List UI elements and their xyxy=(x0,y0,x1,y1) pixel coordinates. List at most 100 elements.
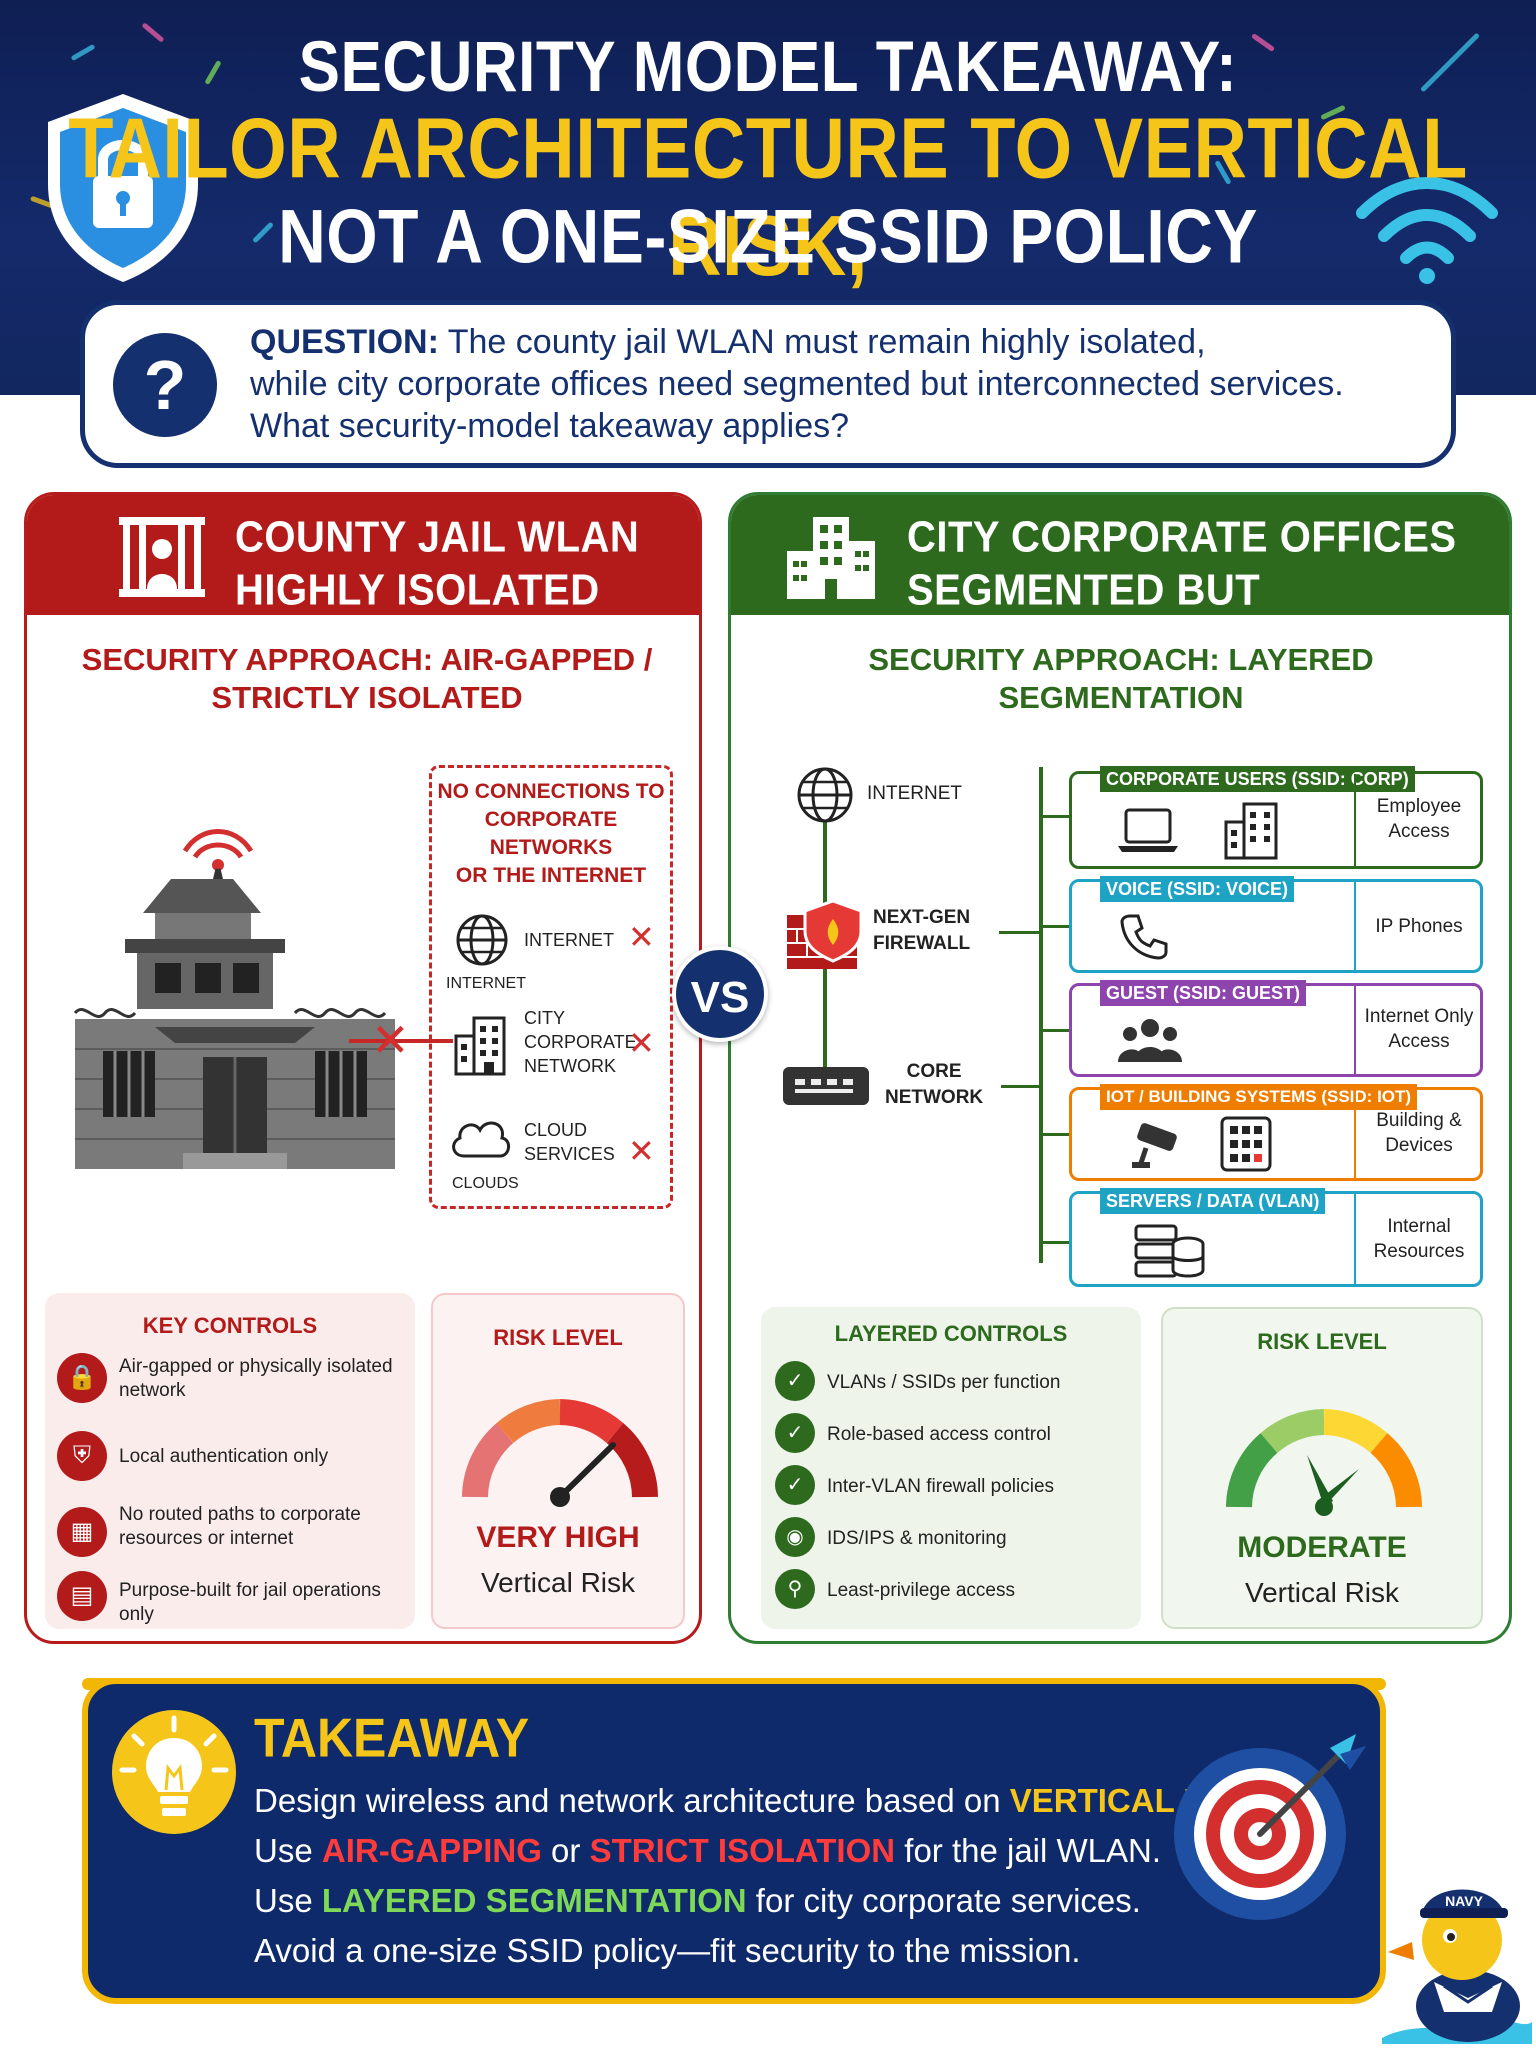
city-panel-header: CITY CORPORATE OFFICES SEGMENTED BUT INT… xyxy=(731,495,1509,667)
shield-check-icon: ✓ xyxy=(775,1361,815,1401)
segment-voice: VOICE (SSID: VOICE) IP Phones xyxy=(1069,876,1483,973)
question-line-1: The county jail WLAN must remain highly … xyxy=(447,323,1206,361)
navy-duck-mascot: NAVY xyxy=(1382,1889,1532,2044)
city-risk-title: RISK LEVEL xyxy=(1257,1329,1387,1354)
key-control-4: Purpose-built for jail operations only xyxy=(119,1580,381,1625)
seg-servers-connector xyxy=(1043,1241,1069,1244)
takeaway-box: TAKEAWAY Design wireless and network arc… xyxy=(82,1678,1386,2004)
nc-internet-label: INTERNET xyxy=(524,930,614,950)
mascot-badge-text: NAVY xyxy=(1445,1893,1484,1909)
segment-voice-tag: VOICE (SSID: VOICE) xyxy=(1100,876,1295,902)
segment-iot-tag: IOT / BUILDING SYSTEMS (SSID: IOT) xyxy=(1100,1084,1418,1110)
layered-control-3: Inter-VLAN firewall policies xyxy=(827,1476,1055,1497)
nc-cloud-label: CLOUD SERVICES xyxy=(524,1120,615,1164)
seg-guest-connector xyxy=(1043,1029,1069,1032)
jail-panel-title: COUNTY JAIL WLAN HIGHLY ISOLATED xyxy=(235,513,640,615)
takeaway-line-3: Use LAYERED SEGMENTATION for city corpor… xyxy=(254,1882,1141,1919)
segment-trunk-line xyxy=(1039,767,1043,1263)
seg-iot-connector xyxy=(1043,1133,1069,1136)
control-panel-icon xyxy=(1220,1116,1272,1172)
blocked-link-line xyxy=(349,1039,453,1043)
seg-corp-connector xyxy=(1043,815,1069,818)
phone-icon xyxy=(1120,914,1168,960)
city-buildings-icon xyxy=(787,517,875,599)
jail-risk-box: RISK LEVEL VERY HIGH Vertical Risk xyxy=(431,1293,685,1629)
segment-guest-right: Internet Only Access xyxy=(1354,986,1480,1074)
security-camera-icon xyxy=(1132,1123,1177,1168)
takeaway-line-2: Use AIR-GAPPING or STRICT ISOLATION for … xyxy=(254,1832,1162,1869)
nc-internet-x-icon: ✕ xyxy=(628,919,655,955)
segment-iot-desc: Building & Devices xyxy=(1376,1110,1462,1156)
laptop-icon xyxy=(1118,808,1178,852)
key-controls-box: KEY CONTROLS 🔒 Air-gapped or physically … xyxy=(45,1293,415,1629)
title-line-3: NOT A ONE-SIZE SSID POLICY xyxy=(278,193,1258,279)
segment-servers-right: Internal Resources xyxy=(1354,1194,1480,1284)
monitor-eye-icon: ◉ xyxy=(775,1517,815,1557)
globe-icon xyxy=(456,914,508,966)
office-building-icon xyxy=(454,1016,506,1076)
office-building-icon xyxy=(1224,802,1278,860)
nc-cloud-x-icon: ✕ xyxy=(628,1133,655,1169)
lightbulb-icon xyxy=(112,1710,236,1834)
segment-iot-right: Building & Devices xyxy=(1354,1090,1480,1178)
layered-control-4: IDS/IPS & monitoring xyxy=(827,1528,1007,1549)
layered-control-2: Role-based access control xyxy=(827,1424,1051,1445)
segment-servers-tag: SERVERS / DATA (VLAN) xyxy=(1100,1188,1326,1214)
key-controls-title: KEY CONTROLS xyxy=(142,1313,318,1338)
core-connector xyxy=(1001,1085,1039,1088)
nc-city-label: CITY CORPORATE NETWORK xyxy=(524,1008,637,1076)
question-mark-icon: ? xyxy=(113,333,217,437)
segment-corporate-right: Employee Access xyxy=(1354,774,1480,866)
segment-servers: SERVERS / DATA (VLAN) Internal Resources xyxy=(1069,1188,1483,1287)
city-risk-gauge xyxy=(1226,1409,1422,1516)
jail-risk-sub: Vertical Risk xyxy=(480,1567,636,1598)
desk-icon: ▤ xyxy=(57,1571,107,1621)
layered-control-1: VLANs / SSIDs per function xyxy=(827,1372,1061,1393)
key-icon: ⚲ xyxy=(775,1569,815,1609)
nc-internet-caption: INTERNET xyxy=(446,975,526,992)
jail-bars-icon xyxy=(119,517,205,597)
shield-icon: ⛨ xyxy=(57,1431,107,1481)
city-risk-sub: Vertical Risk xyxy=(1244,1577,1400,1608)
city-risk-box: RISK LEVEL MODERATE Vertical Risk xyxy=(1161,1307,1483,1629)
jail-building-illustration xyxy=(73,829,395,1169)
jail-security-approach: SECURITY APPROACH: AIR-GAPPED / STRICTLY… xyxy=(81,642,653,715)
title-line-2: TAILOR ARCHITECTURE TO VERTICAL RISK, xyxy=(68,100,1468,294)
question-text: QUESTION: The county jail WLAN must rema… xyxy=(250,321,1430,447)
jail-risk-title: RISK LEVEL xyxy=(493,1325,623,1350)
shield-check-icon: ✓ xyxy=(775,1465,815,1505)
vs-badge: VS xyxy=(672,946,768,1042)
segment-guest-tag: GUEST (SSID: GUEST) xyxy=(1100,980,1307,1006)
jail-panel: COUNTY JAIL WLAN HIGHLY ISOLATED SECURIT… xyxy=(24,492,702,1644)
segment-corporate-users: CORPORATE USERS (SSID: CORP) Employee Ac… xyxy=(1069,766,1483,869)
globe-icon xyxy=(797,767,853,823)
server-database-icon xyxy=(1134,1224,1205,1278)
shield-check-icon: ✓ xyxy=(775,1413,815,1453)
segment-guest: GUEST (SSID: GUEST) Internet Only Access xyxy=(1069,980,1483,1077)
lock-icon: 🔒 xyxy=(57,1353,107,1403)
city-internet-label: INTERNET xyxy=(867,783,962,804)
city-core-label: CORE NETWORK xyxy=(885,1061,984,1108)
wifi-icon xyxy=(1356,177,1498,284)
cloud-icon xyxy=(452,1121,510,1158)
city-panel: CITY CORPORATE OFFICES SEGMENTED BUT INT… xyxy=(728,492,1512,1644)
takeaway-line-1: Design wireless and network architecture… xyxy=(254,1782,1271,1819)
city-firewall-label: NEXT-GEN FIREWALL xyxy=(873,907,971,954)
firewall-icon xyxy=(787,899,863,969)
segment-servers-desc: Internal Resources xyxy=(1373,1216,1465,1262)
takeaway-title: TAKEAWAY xyxy=(254,1707,530,1769)
layered-controls-title: LAYERED CONTROLS xyxy=(834,1321,1068,1346)
seg-voice-connector xyxy=(1043,925,1069,928)
segment-guest-desc: Internet Only Access xyxy=(1364,1006,1474,1052)
question-box: ? QUESTION: The county jail WLAN must re… xyxy=(80,300,1456,468)
jail-risk-gauge xyxy=(462,1399,658,1507)
nc-cloud-caption: CLOUDS xyxy=(452,1175,519,1192)
jail-risk-level: VERY HIGH xyxy=(476,1521,640,1554)
city-security-approach: SECURITY APPROACH: LAYERED SEGMENTATION xyxy=(868,642,1374,715)
target-dart-icon xyxy=(1174,1734,1366,1920)
shield-lock-icon xyxy=(48,94,198,282)
users-group-icon xyxy=(1118,1019,1182,1062)
key-control-3: No routed paths to corporate resources o… xyxy=(119,1504,361,1549)
question-label: QUESTION: xyxy=(250,323,439,361)
city-risk-level: MODERATE xyxy=(1237,1531,1407,1564)
